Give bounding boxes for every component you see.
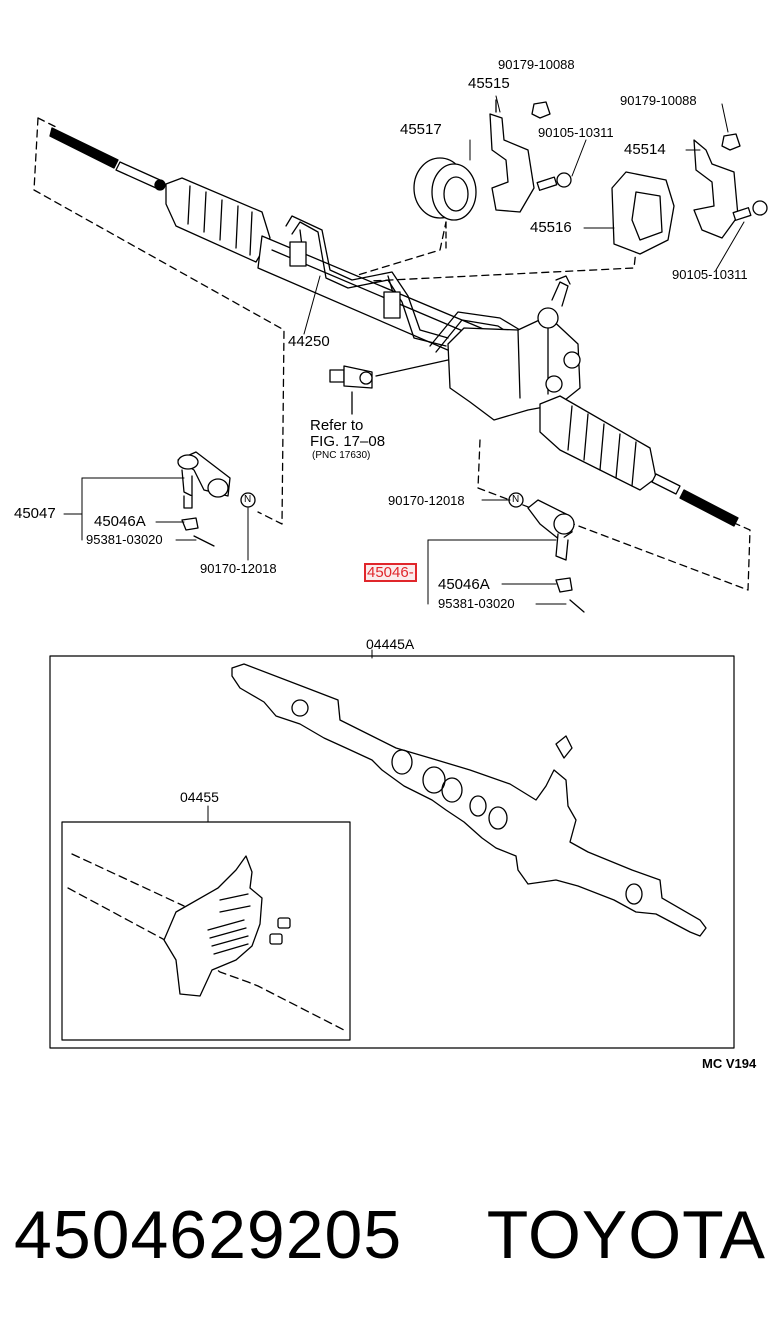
bolt-90105-a (536, 172, 572, 191)
bushing-45516 (611, 171, 675, 255)
label-45517: 45517 (400, 121, 442, 138)
label-45514: 45514 (624, 141, 666, 158)
n-marker-right: N (512, 494, 520, 505)
leader-lines (63, 95, 745, 823)
label-90105-10311-top: 90105-10311 (538, 125, 614, 140)
nut-90179-b (721, 133, 741, 151)
label-04455: 04455 (180, 789, 219, 805)
label-90170-12018-left: 90170-12018 (200, 561, 277, 576)
label-90179-10088-top: 90179-10088 (498, 57, 575, 72)
connector (329, 359, 449, 415)
dashed-outline (33, 117, 751, 591)
bushing-45517 (413, 157, 477, 251)
right-tie-rod (651, 473, 739, 527)
right-boot (539, 395, 657, 491)
label-45046-highlighted[interactable]: 45046- (364, 563, 417, 582)
bracket-45515 (489, 99, 535, 213)
label-95381-03020-right: 95381-03020 (438, 596, 515, 611)
label-95381-03020-left: 95381-03020 (86, 532, 163, 547)
kit-box-04455 (61, 821, 351, 1041)
label-44250: 44250 (288, 333, 330, 350)
label-45046A-right: 45046A (438, 576, 490, 593)
valve-body (447, 275, 581, 421)
pressure-lines (285, 215, 521, 353)
left-tie-rod (49, 127, 166, 191)
nut-90179-a (531, 101, 551, 119)
label-mc-code: MC V194 (702, 1056, 757, 1071)
part-number: 4504629205 (14, 1197, 403, 1273)
label-45515: 45515 (468, 75, 510, 92)
parts-diagram: 90179-10088 45515 45517 90105-10311 9017… (14, 57, 768, 1071)
label-45047: 45047 (14, 505, 56, 522)
bolt-90105-b (732, 200, 768, 221)
label-pnc-ref: (PNC 17630) (312, 450, 371, 461)
n-marker-left: N (244, 494, 252, 505)
label-45046A-left: 45046A (94, 513, 146, 530)
label-refer-to: Refer to (310, 417, 364, 434)
tie-rod-end-right (508, 492, 585, 613)
label-04445A: 04445A (366, 636, 415, 652)
kit-box-04445A (49, 655, 735, 1049)
label-90170-12018-right: 90170-12018 (388, 493, 465, 508)
tie-rod-end-left (177, 451, 256, 547)
label-90105-10311-right: 90105-10311 (672, 267, 748, 282)
label-90179-10088-right: 90179-10088 (620, 93, 697, 108)
brand-name: TOYOTA (486, 1197, 766, 1273)
label-45516: 45516 (530, 219, 572, 236)
label-fig-ref: FIG. 17–08 (310, 433, 386, 450)
bracket-45514 (693, 139, 739, 239)
left-boot (165, 177, 271, 263)
